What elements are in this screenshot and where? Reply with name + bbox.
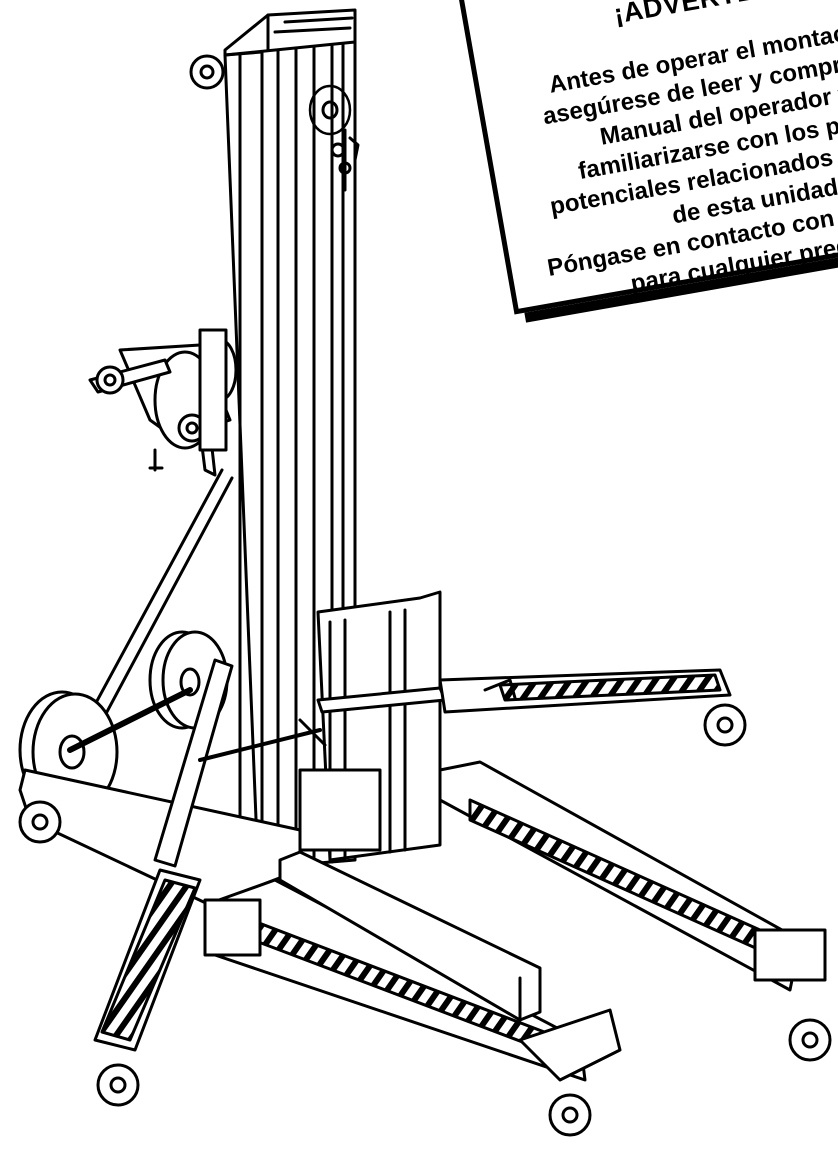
outrigger-left — [93, 658, 234, 1107]
fork — [278, 850, 542, 1022]
front-leg-right — [438, 760, 832, 1062]
stabilizer-right — [438, 668, 747, 747]
front-leg-left — [203, 878, 622, 1137]
strap — [198, 728, 322, 762]
warning-body: Antes de operar el montacargas, asegúres… — [479, 0, 838, 320]
winch — [88, 328, 238, 477]
warning-sign: ¡ADVERTENCIA! Antes de operar el montaca… — [452, 0, 838, 315]
base-frame — [18, 768, 302, 907]
carriage — [298, 590, 447, 862]
